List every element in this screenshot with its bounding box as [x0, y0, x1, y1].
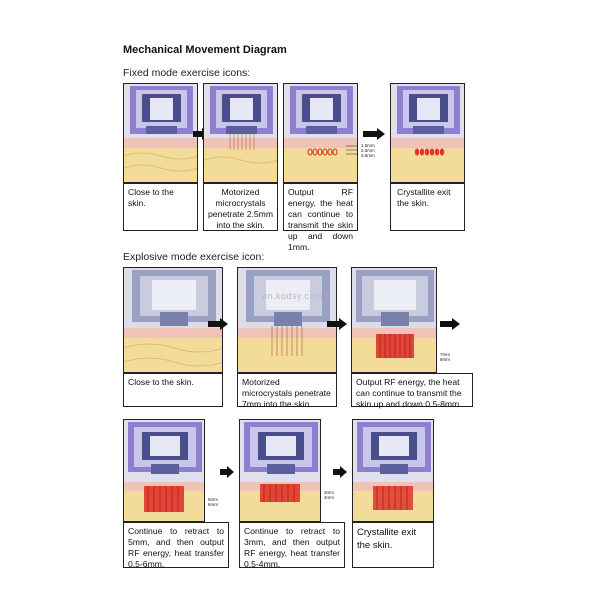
depth-label: 4mm — [324, 495, 334, 500]
depth-label: 3.5mm — [361, 153, 375, 158]
depth-label: 6mm — [208, 502, 218, 507]
explosive-step-3-caption: Output RF energy, the heat can continue … — [351, 373, 473, 407]
explosive-step-5-caption: Continue to retract to 3mm, and then out… — [239, 522, 345, 568]
fixed-mode-heading: Fixed mode exercise icons: — [123, 67, 250, 79]
fixed-step-1-image — [123, 83, 198, 183]
explosive-step-5-depth-labels: 3mm 4mm — [324, 490, 334, 500]
fixed-step-2-caption: Motorized microcrystals penetrate 2.5mm … — [203, 183, 278, 231]
explosive-step-2-image — [237, 267, 337, 373]
explosive-step-1-caption: Close to the skin. — [123, 373, 223, 407]
explosive-step-3-depth-labels: 7mm 8mm — [440, 352, 450, 362]
depth-label: 8mm — [440, 357, 450, 362]
fixed-step-4-image — [390, 83, 465, 183]
explosive-step-6-caption: Crystallite exit the skin. — [352, 522, 434, 568]
explosive-arrow-1 — [208, 318, 228, 330]
page-title: Mechanical Movement Diagram — [123, 44, 287, 56]
fixed-step-3-image — [283, 83, 358, 183]
explosive-arrow-5 — [333, 466, 347, 478]
explosive-step-3-image — [351, 267, 437, 373]
explosive-step-2-caption: Motorized microcrystals penetrate 7mm in… — [237, 373, 337, 407]
fixed-step-1-caption: Close to the skin. — [123, 183, 198, 231]
fixed-step-4-caption: Crystallite exit the skin. — [390, 183, 465, 231]
watermark: en.kodsy.com — [262, 291, 323, 301]
explosive-arrow-2 — [327, 318, 347, 330]
explosive-step-5-image — [239, 419, 321, 522]
explosive-arrow-3 — [440, 318, 460, 330]
explosive-step-4-depth-labels: 5mm 6mm — [208, 497, 218, 507]
fixed-arrow-2 — [363, 128, 385, 140]
explosive-arrow-4 — [220, 466, 234, 478]
fixed-depth-labels: 1.5mm 2.5mm 3.5mm — [361, 143, 375, 158]
fixed-step-3-caption: Output RF energy, the heat can continue … — [283, 183, 358, 231]
explosive-mode-heading: Explosive mode exercise icon: — [123, 251, 264, 263]
explosive-step-4-image — [123, 419, 205, 522]
fixed-step-2-image — [203, 83, 278, 183]
explosive-step-6-image — [352, 419, 434, 522]
explosive-step-4-caption: Continue to retract to 5mm, and then out… — [123, 522, 229, 568]
